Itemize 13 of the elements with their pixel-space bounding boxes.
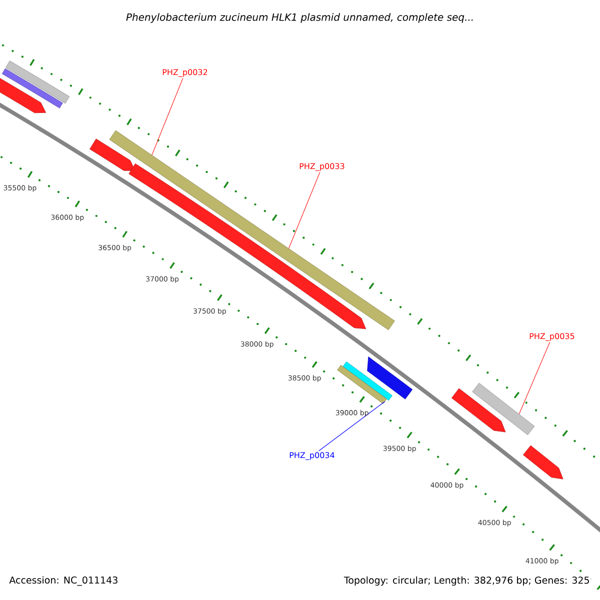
footer-text: Topology: circular; Length: 382,976 bp; Genes: 325	[342, 575, 591, 587]
gene-bar	[337, 364, 387, 404]
leader-line	[318, 401, 386, 452]
leader-line	[288, 172, 320, 249]
footer-text: Accession: NC_011143	[9, 576, 118, 586]
gene-label: PHZ_p0032	[162, 69, 208, 77]
gene-label: PHZ_p0035	[530, 333, 574, 341]
map-title: Phenylobacterium zucineum HLK1 plasmid unnamed, complete seq...	[126, 13, 473, 23]
leader-line	[518, 342, 550, 414]
gene-label: PHZ_p0033	[300, 163, 344, 171]
leader-line	[152, 78, 184, 156]
gene-bar	[472, 382, 535, 436]
gene-label: PHZ_p0034	[290, 452, 334, 460]
